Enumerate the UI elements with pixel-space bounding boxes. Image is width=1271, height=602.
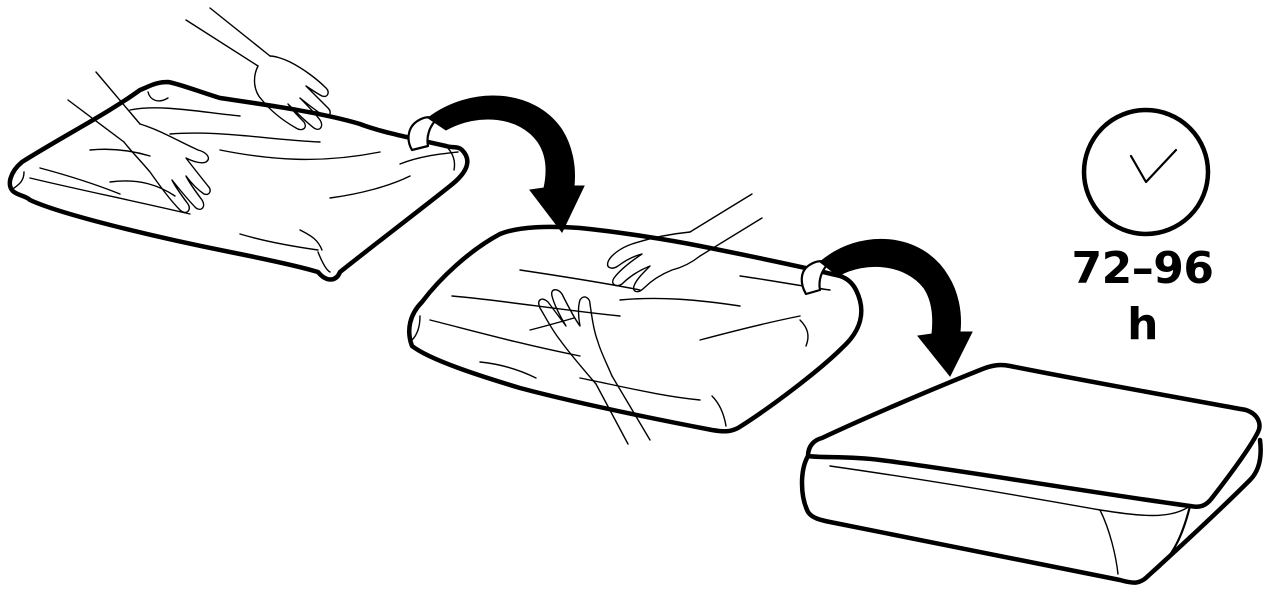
step-3-expanded-cushion bbox=[802, 365, 1261, 583]
duration-label: 72–96 h bbox=[1055, 241, 1230, 353]
step-2-smoothing-cushion bbox=[409, 194, 861, 444]
arrow-2-icon bbox=[820, 239, 972, 376]
arrow-1-icon bbox=[428, 96, 584, 232]
step-1-compressed-cushion bbox=[10, 8, 468, 280]
clock-icon bbox=[1084, 110, 1208, 234]
